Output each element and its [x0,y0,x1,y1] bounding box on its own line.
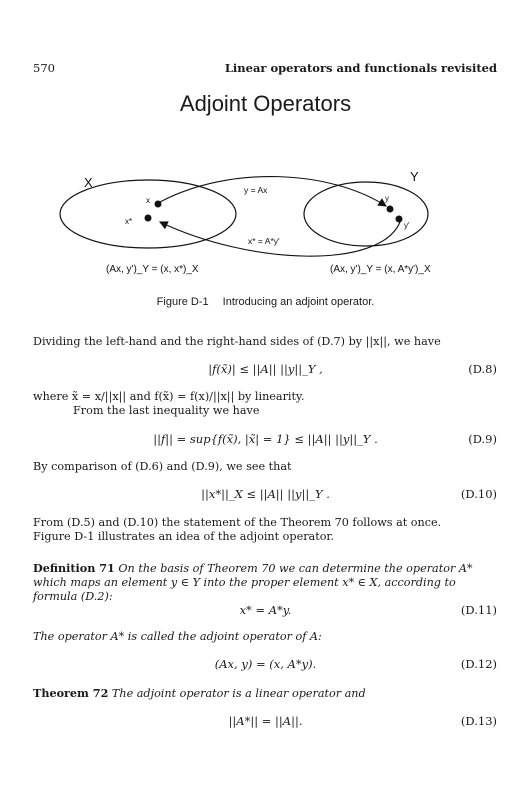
definition-71-text: On the basis of Theorem 70 we can determ… [33,562,473,603]
equation-d8-body: |f(x̃)| ≤ ||A|| ||y||_Y , [208,362,323,376]
space-y-ellipse [303,181,429,247]
equation-d11-body: x* = A*y. [239,603,292,617]
arrow-astar [159,221,401,257]
formula-left: (Ax, y')_Y = (x, x*)_X [106,264,199,275]
equation-d10-body: ||x*||_X ≤ ||A|| ||y||_Y . [201,487,330,501]
theorem-72-text: The adjoint operator is a linear operato… [111,687,366,700]
label-point-yprime: y' [404,221,410,230]
definition-71: Definition 71 On the basis of Theorem 70… [33,561,497,604]
running-title: Linear operators and functionals revisit… [224,61,497,75]
theorem-72: Theorem 72 The adjoint operator is a lin… [33,686,497,701]
page-number: 570 [33,61,55,75]
point-yprime [395,215,403,223]
arrow-astar-label: x* = A*y' [248,236,280,246]
label-point-x: x [146,196,150,205]
equation-d12-number: (D.12) [460,657,497,671]
definition-71-heading: Definition 71 [33,561,115,575]
paragraph-3: From the last inequality we have [73,404,260,417]
caption-text: Introducing an adjoint operator. [222,296,375,308]
theorem-72-heading: Theorem 72 [33,686,109,700]
paragraph-1: Dividing the left-hand and the right-han… [33,335,441,348]
section-title: Adjoint Operators [179,91,352,116]
paragraph-5a: From (D.5) and (D.10) the statement of t… [33,516,442,529]
equation-d8-number: (D.8) [468,362,497,376]
label-point-y: y [385,194,389,203]
point-y [386,205,394,213]
equation-d9-body: ||f|| = sup{f(x̃), |x̃| = 1} ≤ ||A|| ||y… [153,432,378,446]
point-x [154,200,162,208]
paragraph-5b: Figure D-1 illustrates an idea of the ad… [33,530,335,543]
point-xstar [144,214,152,222]
equation-d11-number: (D.11) [460,603,497,617]
label-y-space: Y [410,169,419,184]
equation-d12-body: (Ax, y) = (x, A*y). [214,657,317,671]
equation-d13-number: (D.13) [460,714,497,728]
equation-d13-body: ||A*|| = ||A||. [228,714,303,728]
label-point-xstar: x* [125,217,132,226]
caption-label: Figure D-1 [156,296,209,308]
equation-d10-number: (D.10) [460,487,497,501]
arrow-a-label: y = Ax [244,185,268,195]
label-x-space: X [84,175,93,190]
paragraph-2: where x̃ = x/||x|| and f(x̃) = f(x)/||x|… [33,390,305,403]
paragraph-4: By comparison of (D.6) and (D.9), we see… [33,460,292,473]
formula-right: (Ax, y')_Y = (x, A*y')_X [330,264,431,275]
equation-d9-number: (D.9) [468,432,497,446]
paragraph-6: The operator A* is called the adjoint op… [33,630,322,643]
arrow-a [159,176,387,207]
adjoint-diagram: X Y x x* y y' y = Ax x* = A*y' (Ax, y')_… [59,169,431,275]
space-x-ellipse [59,179,237,249]
figure-caption: Figure D-1 Introducing an adjoint operato… [0,296,531,308]
